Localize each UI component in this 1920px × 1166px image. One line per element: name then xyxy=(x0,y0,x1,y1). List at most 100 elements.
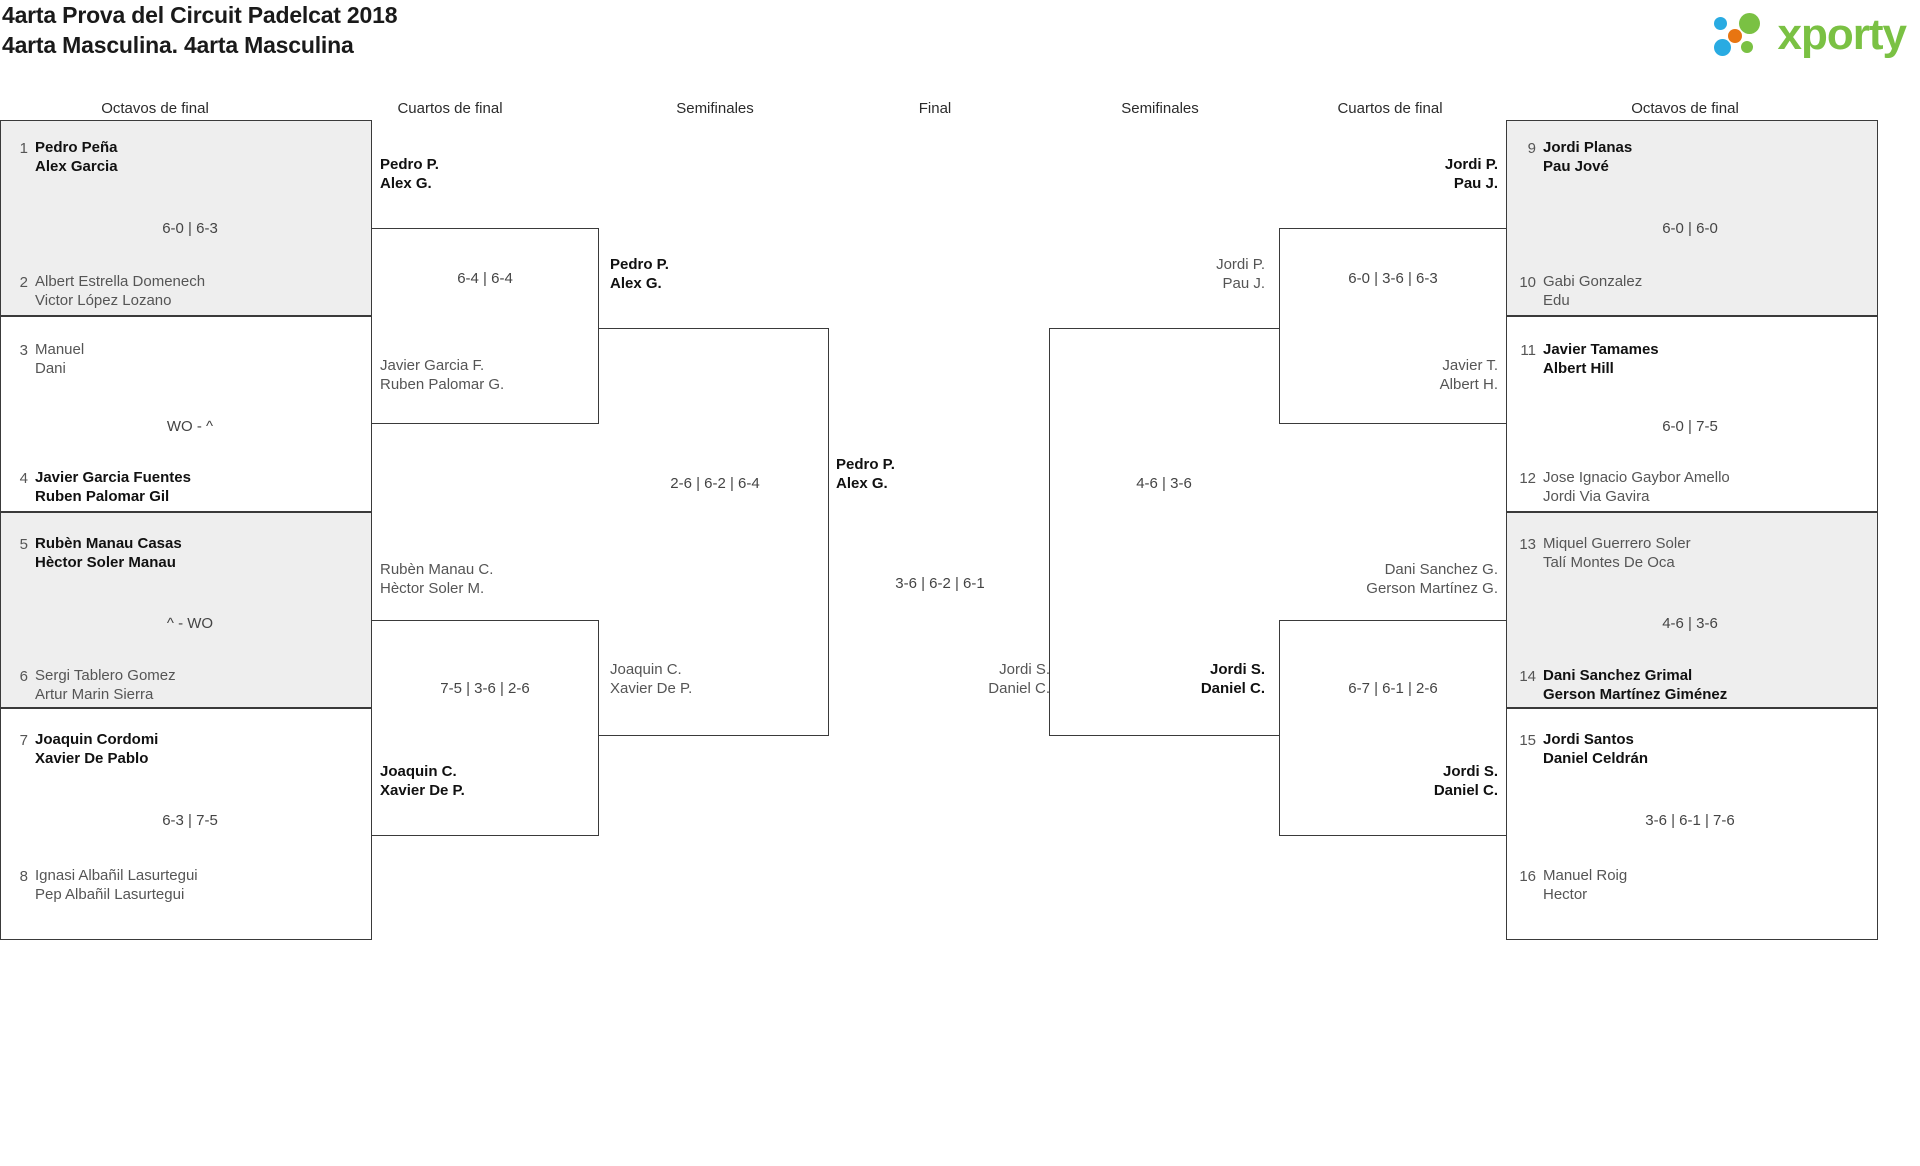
tournament-title: 4arta Prova del Circuit Padelcat 2018 xyxy=(2,2,398,28)
advancer-r-cuartos-3[interactable]: Dani Sanchez G. Gerson Martínez G. xyxy=(1280,560,1498,598)
score-r-oct-2: 6-0 | 7-5 xyxy=(1662,418,1718,435)
player-name: Xavier De P. xyxy=(610,680,693,697)
player-name: Jordi Planas xyxy=(1543,139,1633,156)
seed-number: 13 xyxy=(1519,536,1536,553)
player-name: Javier Garcia F. xyxy=(380,357,485,374)
player-name: Joaquin C. xyxy=(610,661,682,678)
seed-number: 11 xyxy=(1520,342,1536,359)
advancer-l-cuartos-1[interactable]: Pedro P. Alex G. xyxy=(380,155,439,193)
player-name: Pau Jové xyxy=(1543,158,1609,175)
score-r-cuartos-2: 6-7 | 6-1 | 2-6 xyxy=(1348,680,1438,697)
player-name: Jordi S. xyxy=(1209,661,1265,678)
seed-number: 14 xyxy=(1519,668,1536,685)
seed-number: 10 xyxy=(1519,274,1536,291)
player-name: Miquel Guerrero Soler xyxy=(1543,535,1691,552)
seed-number: 16 xyxy=(1519,868,1536,885)
advancer-l-semis-2[interactable]: Joaquin C. Xavier De P. xyxy=(610,660,692,698)
match-block-l4[interactable] xyxy=(0,708,372,940)
seed-number: 1 xyxy=(19,140,28,157)
match-block-l3[interactable] xyxy=(0,512,372,708)
player-name: Daniel C. xyxy=(988,680,1050,697)
score-l-cuartos-1: 6-4 | 6-4 xyxy=(457,270,513,287)
connector-r-semis xyxy=(1049,328,1279,736)
player-name: Jordi S. xyxy=(999,661,1050,678)
player-name: Ruben Palomar Gil xyxy=(35,488,170,505)
final-runnerup[interactable]: Jordi S. Daniel C. xyxy=(880,660,1050,698)
connector-l-semis xyxy=(599,328,829,736)
advancer-r-semis-2[interactable]: Jordi S. Daniel C. xyxy=(1090,660,1265,698)
round-header-semis-right: Semifinales xyxy=(1121,100,1199,117)
match-block-r1[interactable] xyxy=(1506,120,1878,316)
player-name: Talí Montes De Oca xyxy=(1543,554,1675,571)
connector-l-cuartos-top xyxy=(372,228,599,424)
player-name: Hector xyxy=(1543,886,1588,903)
player-name: Albert Estrella Domenech xyxy=(35,273,206,290)
player-name: Joaquin Cordomi xyxy=(35,731,159,748)
match-block-l1[interactable] xyxy=(0,120,372,316)
connector-r-cuartos-top xyxy=(1279,228,1506,424)
page-title: 4arta Prova del Circuit Padelcat 2018 4a… xyxy=(2,0,398,60)
round-header-cuartos-right: Cuartos de final xyxy=(1337,100,1443,117)
player-name: Pau J. xyxy=(1453,175,1498,192)
player-name: Jordi Santos xyxy=(1543,731,1634,748)
xporty-logo-mark-icon xyxy=(1713,11,1772,59)
advancer-l-cuartos-4[interactable]: Joaquin C. Xavier De P. xyxy=(380,762,465,800)
final-champion[interactable]: Pedro P. Alex G. xyxy=(836,455,895,493)
player-name: Pedro Peña xyxy=(35,139,118,156)
player-name: Albert H. xyxy=(1439,376,1498,393)
advancer-r-semis-1[interactable]: Jordi P. Pau J. xyxy=(1090,255,1265,293)
advancer-l-semis-1[interactable]: Pedro P. Alex G. xyxy=(610,255,669,293)
connector-l-cuartos-bot xyxy=(372,620,599,836)
player-name: Jordi P. xyxy=(1216,256,1265,273)
advancer-l-cuartos-2[interactable]: Javier Garcia F. Ruben Palomar G. xyxy=(380,356,504,394)
player-name: Xavier De Pablo xyxy=(35,750,149,767)
match-block-r2[interactable] xyxy=(1506,316,1878,512)
round-header-octavos-right: Octavos de final xyxy=(1631,100,1739,117)
seed-number: 6 xyxy=(19,668,28,685)
match-block-r4[interactable] xyxy=(1506,708,1878,940)
advancer-r-cuartos-4[interactable]: Jordi S. Daniel C. xyxy=(1300,762,1498,800)
seed-number: 15 xyxy=(1519,732,1536,749)
xporty-logo: xporty xyxy=(1713,8,1907,62)
player-name: Joaquin C. xyxy=(380,763,457,780)
player-name: Daniel C. xyxy=(1433,782,1498,799)
player-name: Artur Marin Sierra xyxy=(35,686,154,703)
score-r-oct-3: 4-6 | 3-6 xyxy=(1662,615,1718,632)
match-block-r3[interactable] xyxy=(1506,512,1878,708)
player-name: Gerson Martínez G. xyxy=(1366,580,1498,597)
score-final: 3-6 | 6-2 | 6-1 xyxy=(895,575,985,592)
seed-number: 7 xyxy=(19,732,28,749)
advancer-r-cuartos-1[interactable]: Jordi P. Pau J. xyxy=(1300,155,1498,193)
player-name: Jordi S. xyxy=(1442,763,1498,780)
match-block-l2[interactable] xyxy=(0,316,372,512)
round-header-octavos-left: Octavos de final xyxy=(101,100,209,117)
advancer-r-cuartos-2[interactable]: Javier T. Albert H. xyxy=(1300,356,1498,394)
score-l-oct-2: WO - ^ xyxy=(166,418,214,435)
xporty-logo-text: xporty xyxy=(1777,10,1907,59)
player-name: Jordi Via Gavira xyxy=(1543,488,1650,505)
player-name: Pep Albañil Lasurtegui xyxy=(35,886,185,903)
seed-number: 9 xyxy=(1527,140,1536,157)
player-name: Alex G. xyxy=(836,475,888,492)
score-r-semis: 4-6 | 3-6 xyxy=(1136,475,1192,492)
advancer-l-cuartos-3[interactable]: Rubèn Manau C. Hèctor Soler M. xyxy=(380,560,493,598)
player-name: Javier T. xyxy=(1442,357,1498,374)
player-name: Dani Sanchez Grimal xyxy=(1543,667,1693,684)
player-name: Xavier De P. xyxy=(380,782,465,799)
